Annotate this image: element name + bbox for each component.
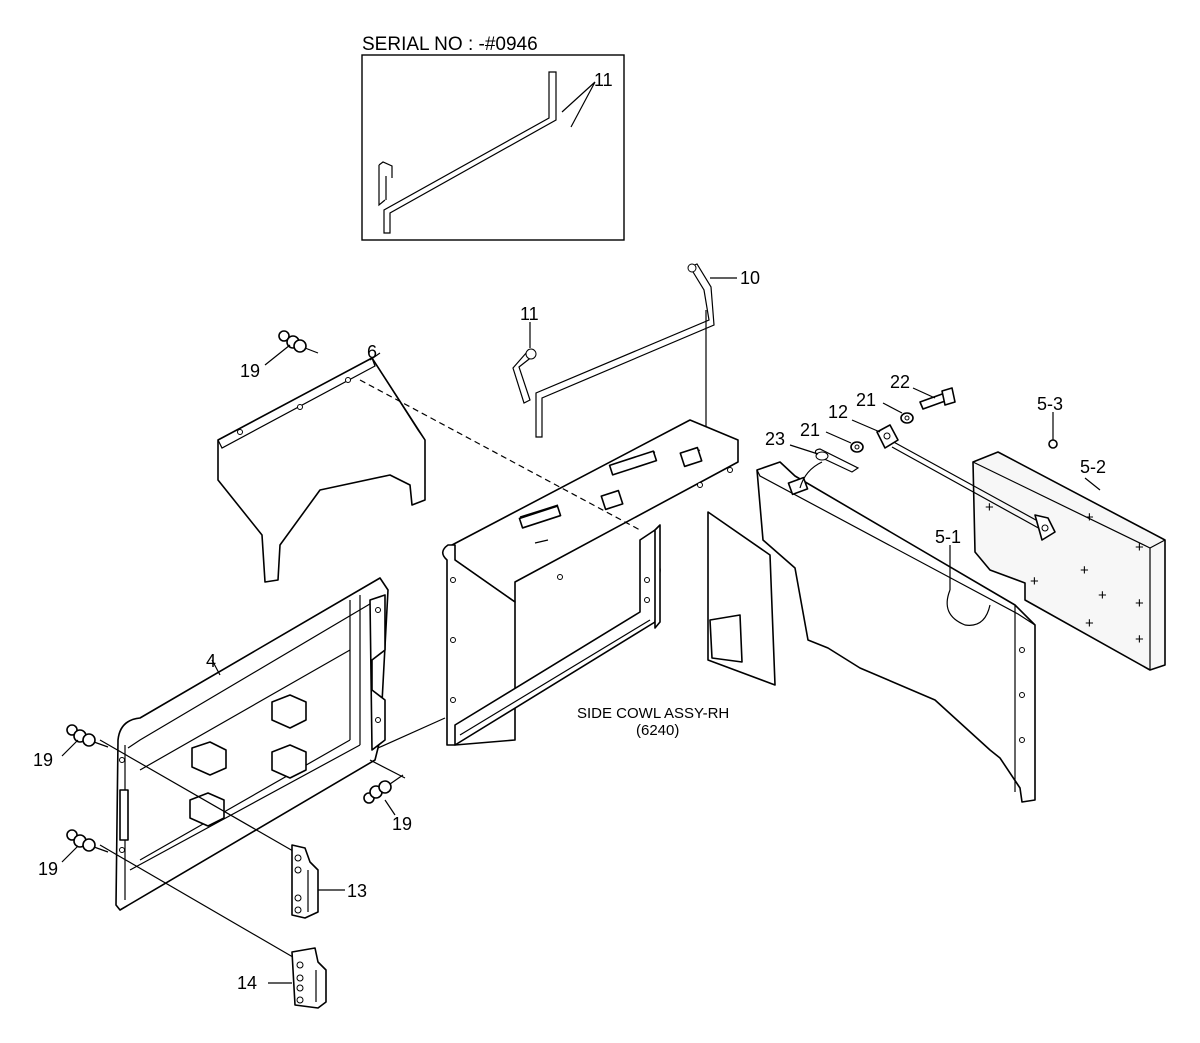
callout-19-left: 19 (33, 750, 53, 770)
leader-21-top (882, 402, 903, 414)
alignment-line-4 (377, 717, 446, 749)
callout-14: 14 (237, 973, 257, 993)
pin-22 (919, 387, 956, 410)
svg-text:+: + (985, 499, 994, 516)
callout-10: 10 (740, 268, 760, 288)
callout-5-1: 5-1 (935, 527, 961, 547)
frame-holes (450, 467, 733, 703)
callout-12: 12 (828, 402, 848, 422)
washer-21-low (850, 441, 864, 453)
alignment-line-6 (359, 379, 641, 531)
leader-12 (851, 419, 881, 433)
callout-inset-11: 11 (594, 70, 613, 90)
panel-5-1 (756, 461, 1036, 803)
svg-text:+: + (1085, 509, 1094, 526)
svg-text:+: + (1098, 587, 1107, 604)
snap-pin-23 (799, 448, 860, 489)
inset-frame (361, 54, 625, 241)
panel-5-2: + + + + + + + + + + (972, 451, 1166, 671)
leader-19-mid (369, 759, 406, 779)
side-cowl-frame (441, 419, 776, 746)
leader-4 (211, 659, 221, 676)
leader-5-2 (1084, 477, 1101, 491)
callout-6: 6 (367, 342, 377, 362)
alignment-line-13 (99, 739, 301, 856)
callout-21-low: 21 (800, 420, 820, 440)
bolt-19-mid (363, 774, 404, 804)
svg-text:+: + (1135, 595, 1144, 612)
bracket-6 (217, 357, 426, 583)
svg-text:+: + (1030, 573, 1039, 590)
bracket-13 (291, 844, 319, 919)
callout-5-3: 5-3 (1037, 394, 1063, 414)
callout-19-top: 19 (240, 361, 260, 381)
washer-21-top (900, 412, 914, 424)
leader-inset-11 (561, 81, 596, 128)
svg-text:+: + (1135, 539, 1144, 556)
assembly-code: (6240) (636, 722, 679, 739)
callout-21-top: 21 (856, 390, 876, 410)
callout-13: 13 (347, 881, 367, 901)
frame-4 (115, 577, 389, 911)
rod-11 (512, 348, 537, 404)
fastener-5-3 (1048, 439, 1058, 449)
leader-6 (369, 352, 381, 361)
stay-12 (876, 424, 1056, 541)
bolt-19-top (278, 330, 319, 354)
svg-text:+: + (1080, 562, 1089, 579)
leader-19-top (264, 344, 291, 366)
leader-23 (789, 444, 819, 455)
leader-19-left (61, 739, 79, 757)
panel-5-2-marks: + + + + + + + + + + (985, 499, 1144, 648)
svg-text:+: + (1135, 631, 1144, 648)
callout-4: 4 (206, 651, 216, 671)
callout-23: 23 (765, 429, 785, 449)
leader-21-low (825, 431, 852, 444)
callout-5-2: 5-2 (1080, 457, 1106, 477)
leader-22 (912, 387, 936, 399)
leader-19-mid-2 (384, 799, 396, 816)
serial-inset: SERIAL NO : -#0946 11 (361, 34, 625, 241)
callout-11: 11 (520, 304, 539, 324)
leader-19-low (61, 845, 79, 863)
inset-rod (378, 71, 557, 234)
rod-10 (535, 263, 715, 440)
assembly-name: SIDE COWL ASSY-RH (577, 705, 729, 722)
bolt-19-low (66, 829, 109, 853)
callout-19-low: 19 (38, 859, 58, 879)
bracket-14 (291, 947, 327, 1009)
serial-number-label: SERIAL NO : -#0946 (362, 34, 538, 55)
callout-19-mid: 19 (392, 814, 412, 834)
svg-text:+: + (1085, 615, 1094, 632)
callout-22: 22 (890, 372, 910, 392)
bolt-19-left (66, 724, 109, 748)
alignment-line-14 (99, 844, 299, 961)
